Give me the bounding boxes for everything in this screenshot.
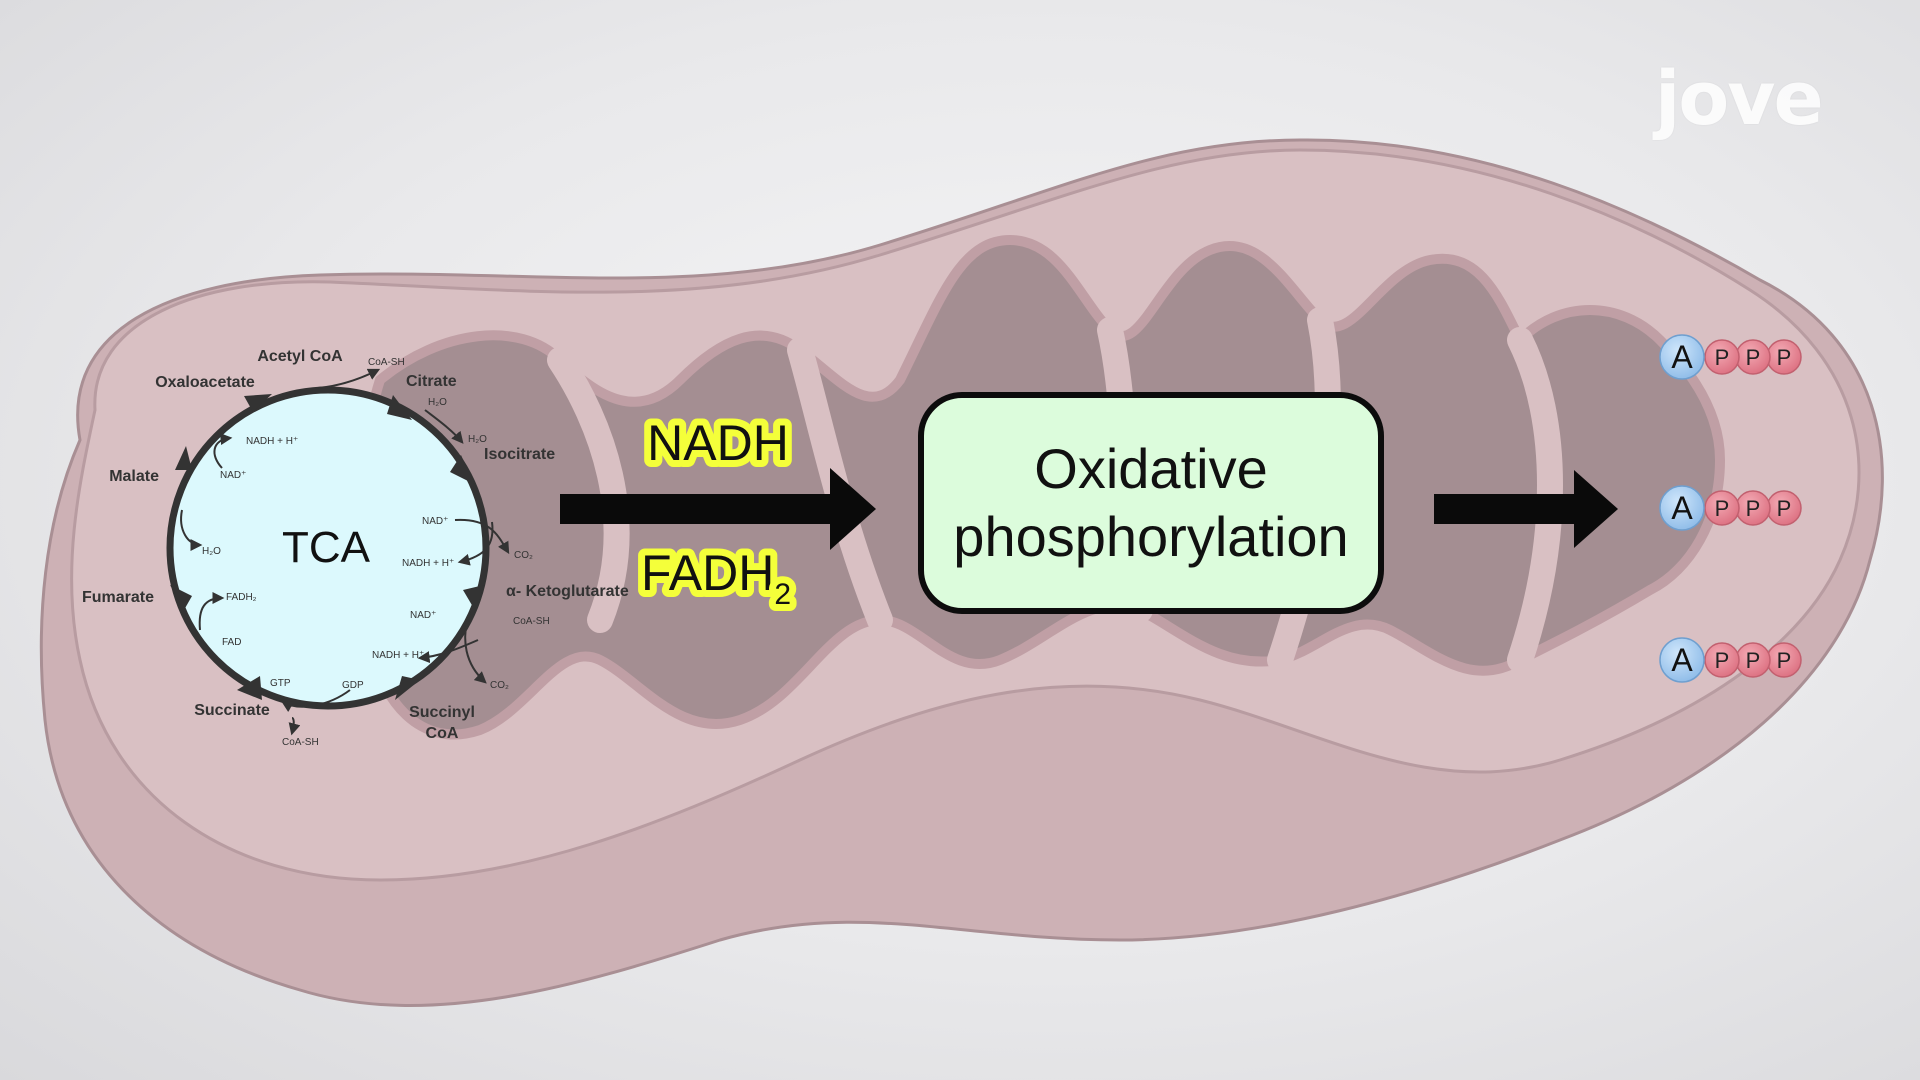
- arrowhead: [170, 585, 192, 610]
- metabolite-oxaloacetate: Oxaloacetate: [155, 374, 255, 391]
- crista-fold: [547, 347, 630, 633]
- phosphate-label: P: [1715, 496, 1730, 521]
- cofactor-h2o: H₂O: [428, 397, 447, 408]
- metabolite-fumarate: Fumarate: [82, 589, 154, 606]
- cofactor-co2: CO₂: [514, 550, 533, 561]
- phosphate-label: P: [1746, 496, 1761, 521]
- arrow-shaft: [560, 494, 840, 524]
- arrowhead: [244, 394, 272, 412]
- adenosine-label: A: [1671, 339, 1693, 375]
- cofactor-coa-sh: CoA-SH: [513, 616, 550, 627]
- arrowhead: [387, 395, 412, 420]
- adenosine-circle: [1659, 485, 1705, 531]
- adenosine-circle: [1659, 334, 1705, 380]
- phosphate-label: P: [1715, 648, 1730, 673]
- oxidative-phosphorylation-box: Oxidative phosphorylation: [918, 392, 1384, 614]
- cofactor-nadh: NADH + H⁺: [372, 650, 424, 661]
- phosphate-label: P: [1746, 648, 1761, 673]
- metabolite-succinyl-coa-2: CoA: [426, 725, 459, 742]
- metabolite-malate: Malate: [109, 468, 159, 485]
- cofactor-gdp: GDP: [342, 680, 364, 691]
- phosphate-label: P: [1715, 345, 1730, 370]
- metabolite-succinate: Succinate: [194, 702, 270, 719]
- phosphate-label: P: [1777, 345, 1792, 370]
- fadh2-subscript: 2: [774, 578, 791, 611]
- reaction-arrow: [417, 639, 479, 664]
- cofactor-fad: FAD: [222, 637, 241, 648]
- phosphate-circle: [1704, 490, 1740, 526]
- flow-arrow-left: [560, 468, 876, 550]
- fadh2-base: FADH: [641, 545, 774, 601]
- cofactor-fadh2: FADH₂: [226, 592, 257, 603]
- arrowhead: [395, 676, 420, 700]
- electron-carriers: NADH FADH2: [634, 408, 798, 618]
- arrow-head: [1574, 470, 1618, 548]
- crista-fold: [1507, 327, 1563, 673]
- reaction-arrow: [457, 521, 494, 566]
- reaction-arrow: [280, 689, 351, 713]
- metabolite-citrate: Citrate: [406, 373, 457, 390]
- nadh-label: NADH: [647, 415, 789, 471]
- process-line-1: Oxidative: [1034, 437, 1268, 500]
- cofactor-h2o: H₂O: [202, 546, 221, 557]
- tca-cycle: TCA Acetyl CoA Citrat: [82, 348, 629, 748]
- metabolite-isocitrate: Isocitrate: [484, 446, 555, 463]
- jove-logo: jove: [1655, 56, 1824, 142]
- reaction-arrow: [424, 409, 464, 444]
- reaction-arrow: [317, 368, 381, 389]
- cofactor-arrows: [180, 368, 510, 736]
- arrow-shaft: [1434, 494, 1584, 524]
- phosphate-circle: [1704, 339, 1740, 375]
- cofactor-nadh: NADH + H⁺: [246, 436, 298, 447]
- phosphate-label: P: [1777, 496, 1792, 521]
- cofactor-nad: NAD⁺: [220, 470, 246, 481]
- metabolite-succinyl-coa: Succinyl: [409, 704, 475, 721]
- process-line-2: phosphorylation: [953, 505, 1349, 568]
- metabolite-acetyl-coa: Acetyl CoA: [257, 348, 343, 365]
- adenosine-label: A: [1671, 642, 1693, 678]
- reaction-arrow: [454, 518, 510, 555]
- phosphate-label: P: [1746, 345, 1761, 370]
- cofactor-coa-sh: CoA-SH: [282, 737, 319, 748]
- cycle-arrowheads: [170, 394, 484, 700]
- reaction-arrow: [180, 509, 203, 551]
- cofactor-coa-sh: CoA-SH: [368, 357, 405, 368]
- cofactor-h2o: H₂O: [468, 434, 487, 445]
- phosphate-circle: [1704, 642, 1740, 678]
- reaction-arrow: [464, 611, 487, 684]
- arrowhead: [237, 676, 262, 700]
- arrowhead: [450, 455, 474, 484]
- reaction-arrow: [213, 433, 233, 469]
- arrow-head: [830, 468, 876, 550]
- arrowhead: [463, 585, 484, 612]
- adenosine-label: A: [1671, 490, 1693, 526]
- cofactor-nadh: NADH + H⁺: [402, 558, 454, 569]
- cofactor-co2: CO₂: [490, 680, 509, 691]
- fadh2-label: FADH2: [641, 545, 791, 611]
- phosphate-label: P: [1777, 648, 1792, 673]
- cofactor-nad: NAD⁺: [410, 610, 436, 621]
- reaction-arrow: [288, 717, 301, 736]
- cofactor-nad: NAD⁺: [422, 516, 448, 527]
- metabolite-alpha-ketoglutarate: α- Ketoglutarate: [506, 583, 629, 600]
- tca-label: TCA: [282, 523, 371, 572]
- arrowhead: [175, 446, 192, 470]
- adenosine-circle: [1659, 637, 1705, 683]
- reaction-arrow: [198, 592, 225, 631]
- flow-arrow-right: [1434, 470, 1618, 548]
- cofactor-gtp: GTP: [270, 678, 291, 689]
